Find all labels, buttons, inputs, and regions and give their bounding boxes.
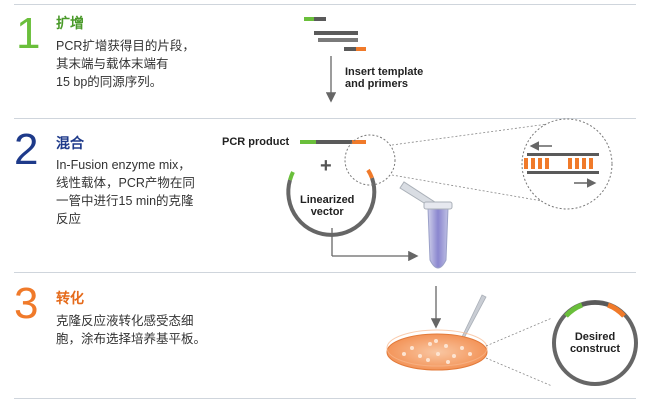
template-strand-top (314, 31, 358, 35)
divider-1-2 (14, 118, 636, 119)
step-2-title: 混合 (56, 135, 84, 151)
pcr-product-bar (300, 140, 366, 144)
linearized-vector-label: Linearized vector (300, 194, 355, 218)
zoom-circle-large (521, 118, 613, 210)
bottom-divider (14, 398, 636, 399)
insert-template-graphic (304, 17, 366, 103)
forward-primer (304, 17, 314, 21)
step-3-title: 转化 (56, 290, 84, 306)
step-1-title: 扩增 (56, 15, 84, 31)
zoom-circle-small (344, 134, 396, 186)
template-strand-bottom (318, 38, 358, 42)
desired-construct (552, 300, 638, 386)
step-3-number: 3 (14, 279, 39, 328)
top-divider (14, 4, 636, 5)
step-2-number: 2 (14, 125, 39, 174)
reverse-primer (344, 47, 356, 51)
desired-construct-label: Desired construct (569, 331, 621, 355)
reverse-primer-tail (356, 47, 366, 51)
step-2-description: In-Fusion enzyme mix， 线性载体，PCR产物在同 一管中进行… (56, 158, 195, 226)
pipette-tube-graphic (399, 181, 453, 269)
step-3-description: 克隆反应液转化感受态细 胞，涂布选择培养基平板。 (56, 314, 207, 346)
step-1-number: 1 (16, 9, 41, 58)
pcr-product-label: PCR product (222, 136, 290, 148)
insert-template-label: Insert template and primers (345, 66, 424, 90)
divider-2-3 (14, 272, 636, 273)
overlap-detail (524, 141, 599, 188)
plus-sign: + (320, 155, 332, 177)
petri-dish (386, 329, 488, 371)
forward-primer-tail (314, 17, 326, 21)
step-1-description: PCR扩增获得目的片段， 其末端与载体末端有 15 bp的同源序列。 (56, 39, 195, 89)
